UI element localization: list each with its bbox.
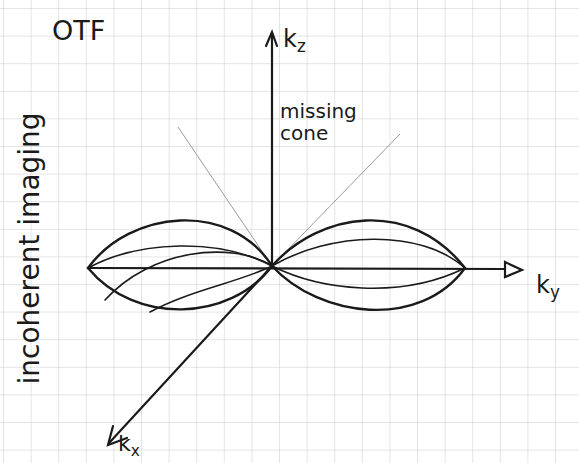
otf-lobes bbox=[88, 220, 465, 310]
axis-label: kx bbox=[118, 432, 140, 460]
annotation: missing cone bbox=[280, 100, 370, 144]
missing-cone-lines bbox=[178, 127, 400, 266]
axis-label: kz bbox=[283, 26, 306, 56]
axis-label: ky bbox=[536, 272, 560, 302]
axes bbox=[88, 32, 522, 445]
otf-inner-curves bbox=[88, 239, 465, 312]
diagram-title: OTF bbox=[52, 16, 105, 46]
side-note: incoherent imaging bbox=[15, 112, 46, 384]
